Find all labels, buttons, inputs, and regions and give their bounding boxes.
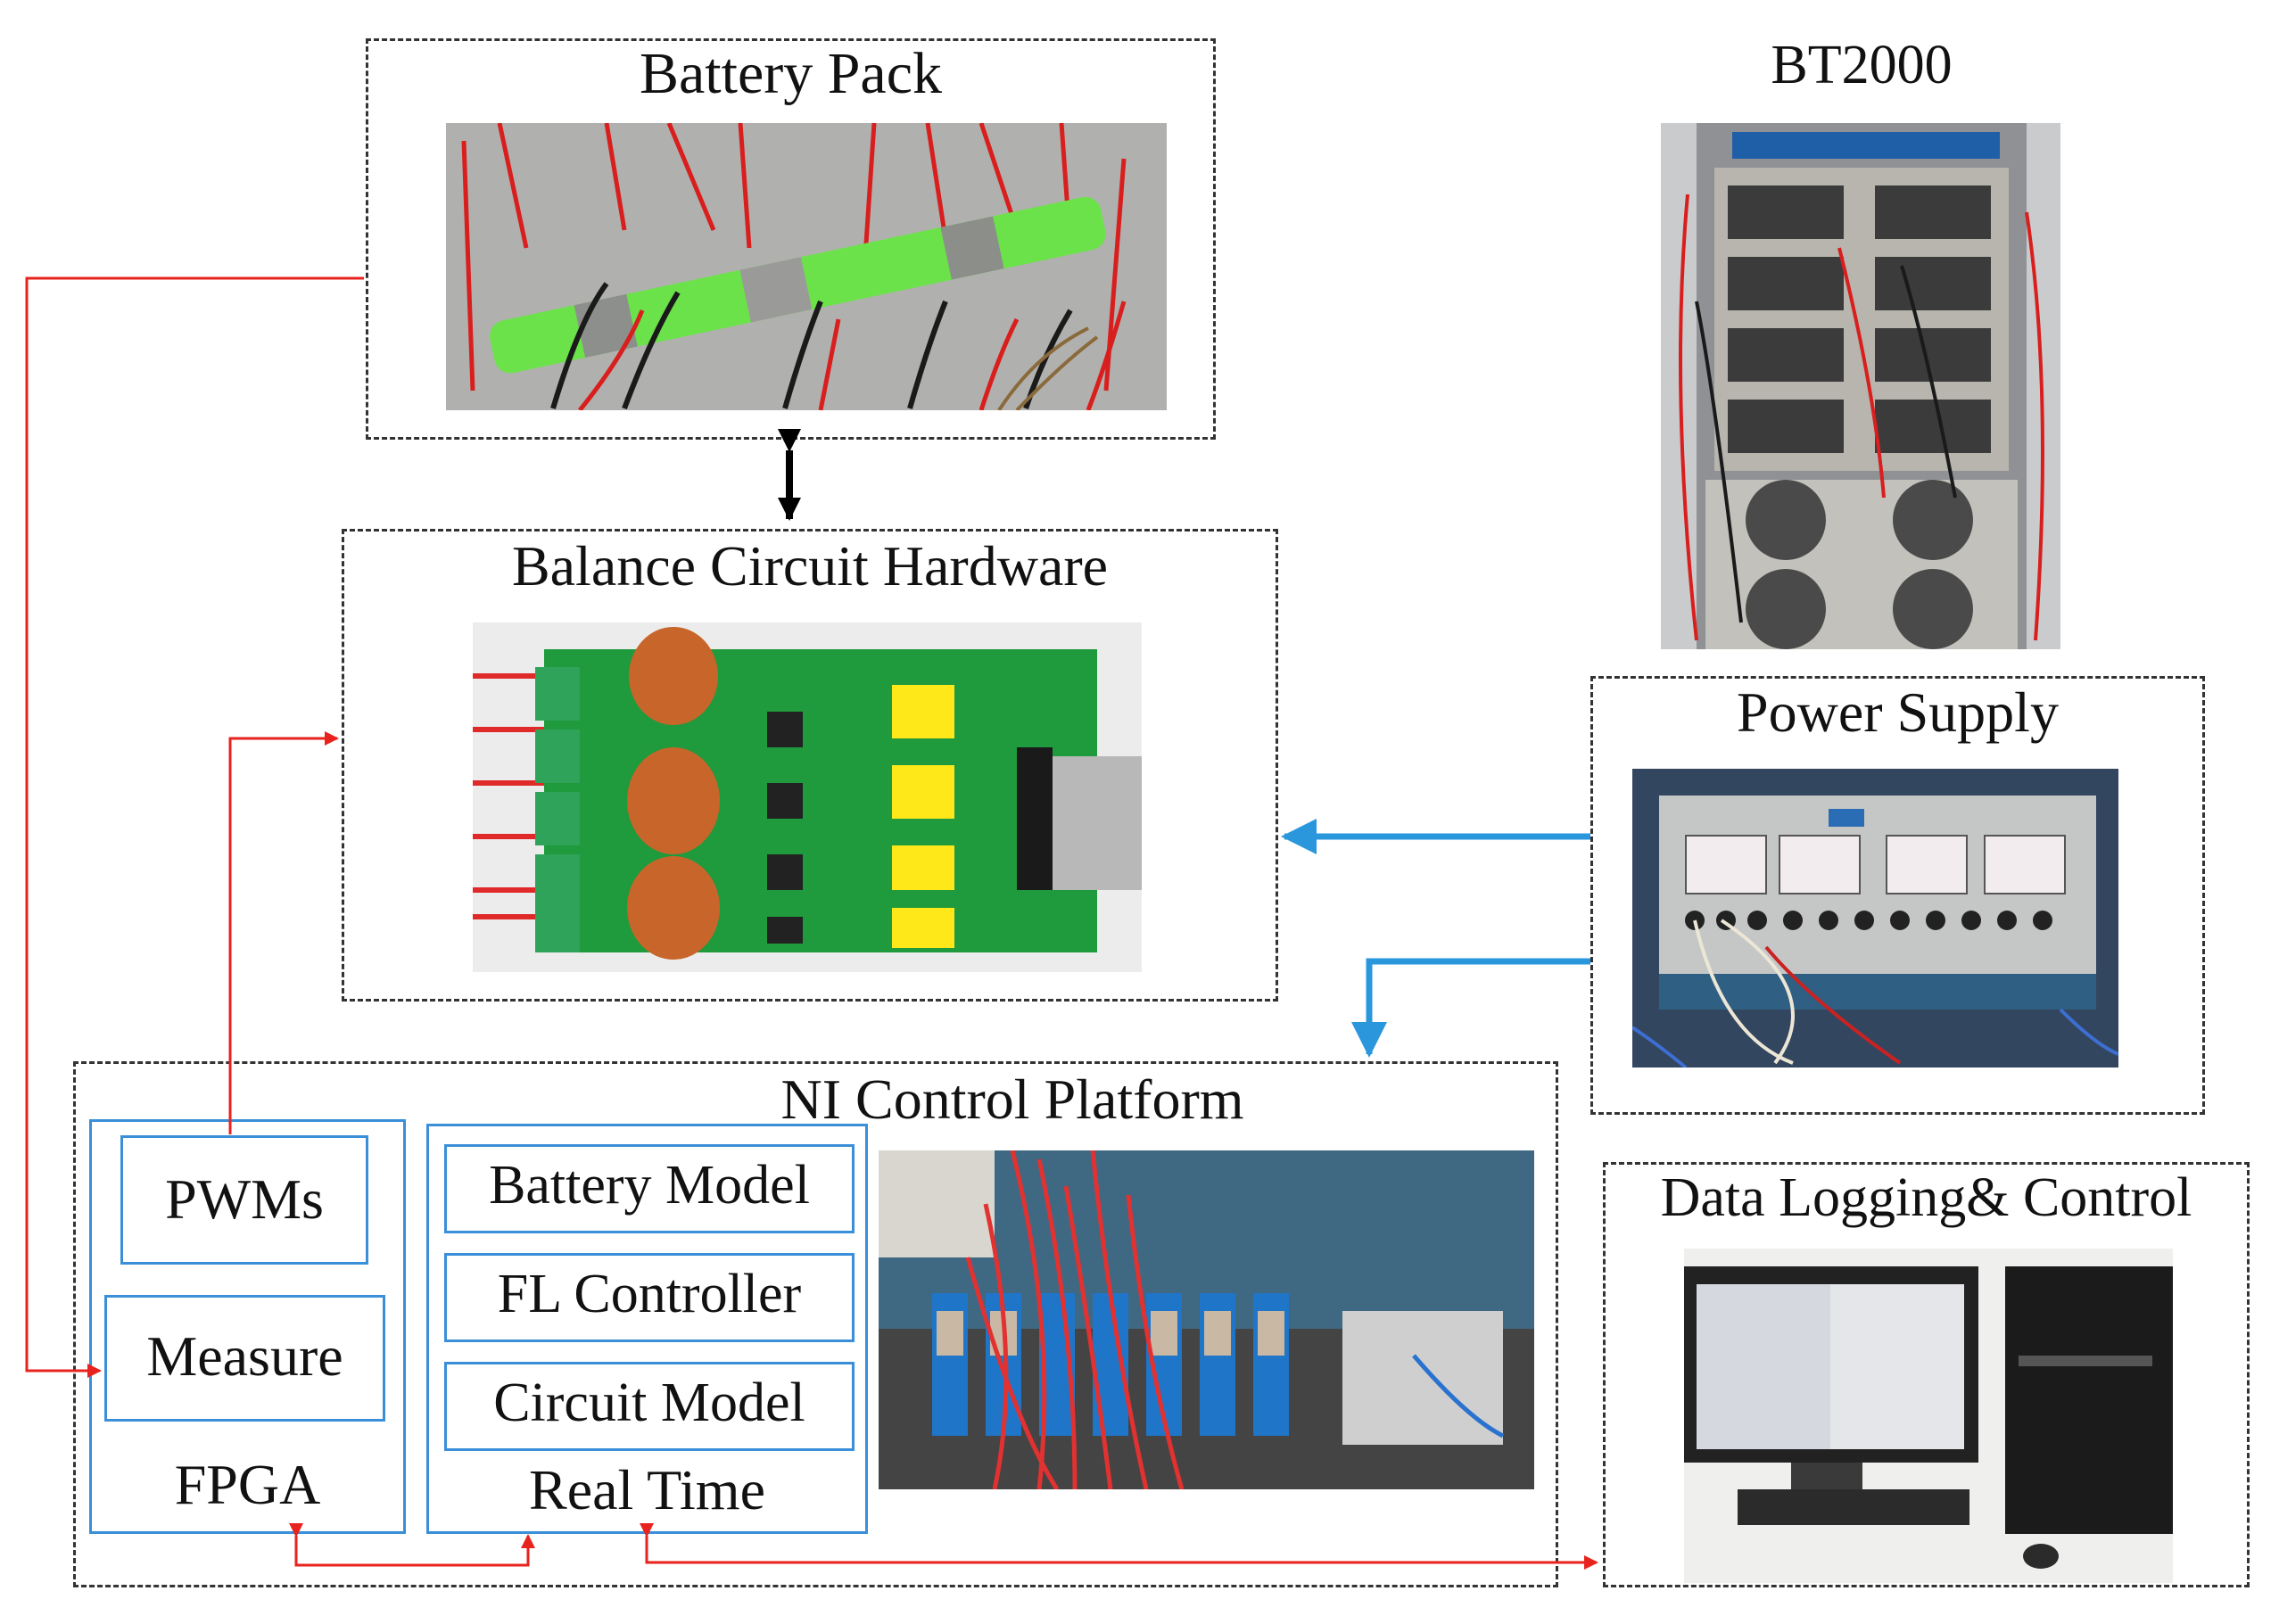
circuit-model-box [444, 1362, 855, 1451]
circuit-model-label: Circuit Model [493, 1373, 805, 1433]
power-supply-title: Power Supply [1737, 680, 2059, 744]
battery-pack-photo [446, 123, 1167, 410]
measure-label: Measure [146, 1324, 343, 1388]
fl-controller-box [444, 1253, 855, 1342]
data-logging-group [1603, 1162, 2250, 1587]
fl-controller-label: FL Controller [497, 1264, 802, 1324]
battery-pack-title: Battery Pack [639, 41, 943, 106]
ni-control-platform-title: NI Control Platform [780, 1068, 1244, 1131]
data-logging-photo [1684, 1249, 2173, 1583]
bt2000-title: BT2000 [1771, 35, 1953, 95]
power-supply-photo [1632, 769, 2118, 1068]
power-ni-link [1351, 958, 1590, 1058]
data-logging-title: Data Logging& Control [1660, 1167, 2192, 1228]
battery-model-label: Battery Model [489, 1155, 810, 1216]
real-time-label: Real Time [529, 1458, 765, 1521]
pwms-label: PWMs [165, 1167, 324, 1231]
balance-circuit-title: Balance Circuit Hardware [511, 534, 1109, 598]
power-supply-group [1590, 676, 2205, 1115]
battery-model-box [444, 1144, 855, 1233]
fpga-label: FPGA [174, 1453, 321, 1516]
bt2000-photo [1661, 123, 2060, 649]
balance-circuit-photo [473, 622, 1142, 972]
ni-hardware-photo [879, 1150, 1534, 1489]
